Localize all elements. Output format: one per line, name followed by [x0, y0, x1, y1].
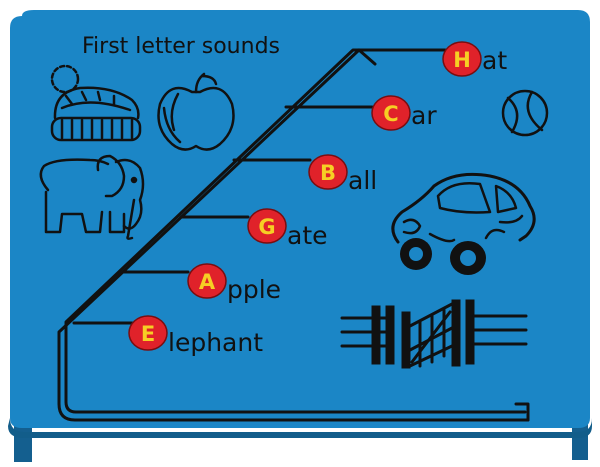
disc-letter: E — [141, 322, 155, 346]
word-ending: all — [348, 166, 377, 195]
disc-letter: C — [383, 102, 398, 126]
word-ball[interactable]: B all — [308, 154, 377, 195]
letter-disc[interactable] — [247, 208, 287, 244]
elephant-icon — [39, 154, 145, 240]
letter-disc[interactable] — [308, 154, 348, 190]
disc-letter: B — [320, 161, 336, 185]
word-ending: lephant — [168, 328, 263, 357]
ball-icon — [501, 89, 549, 137]
letter-disc[interactable] — [128, 315, 168, 351]
word-ending: ate — [287, 221, 328, 250]
word-car[interactable]: C ar — [371, 95, 437, 131]
letter-disc[interactable] — [371, 95, 411, 131]
word-elephant[interactable]: E lephant — [128, 315, 263, 357]
word-gate[interactable]: G ate — [247, 208, 328, 250]
hat-icon — [50, 64, 142, 142]
word-ending: at — [482, 46, 507, 75]
panel-title: First letter sounds — [82, 34, 280, 59]
letter-disc[interactable] — [187, 263, 227, 299]
word-hat[interactable]: H at — [442, 41, 507, 77]
word-apple[interactable]: A pple — [187, 263, 281, 304]
letter-track — [57, 48, 530, 422]
gate-icon — [340, 299, 528, 369]
word-ending: ar — [411, 101, 437, 130]
letter-disc[interactable] — [442, 41, 482, 77]
apple-icon — [157, 72, 235, 151]
left-post — [14, 418, 32, 462]
board-edge — [8, 418, 592, 438]
disc-letter: H — [453, 48, 471, 72]
word-ending: pple — [227, 275, 281, 304]
disc-letter: A — [199, 270, 216, 294]
car-icon — [391, 172, 536, 275]
disc-letter: G — [258, 215, 275, 239]
